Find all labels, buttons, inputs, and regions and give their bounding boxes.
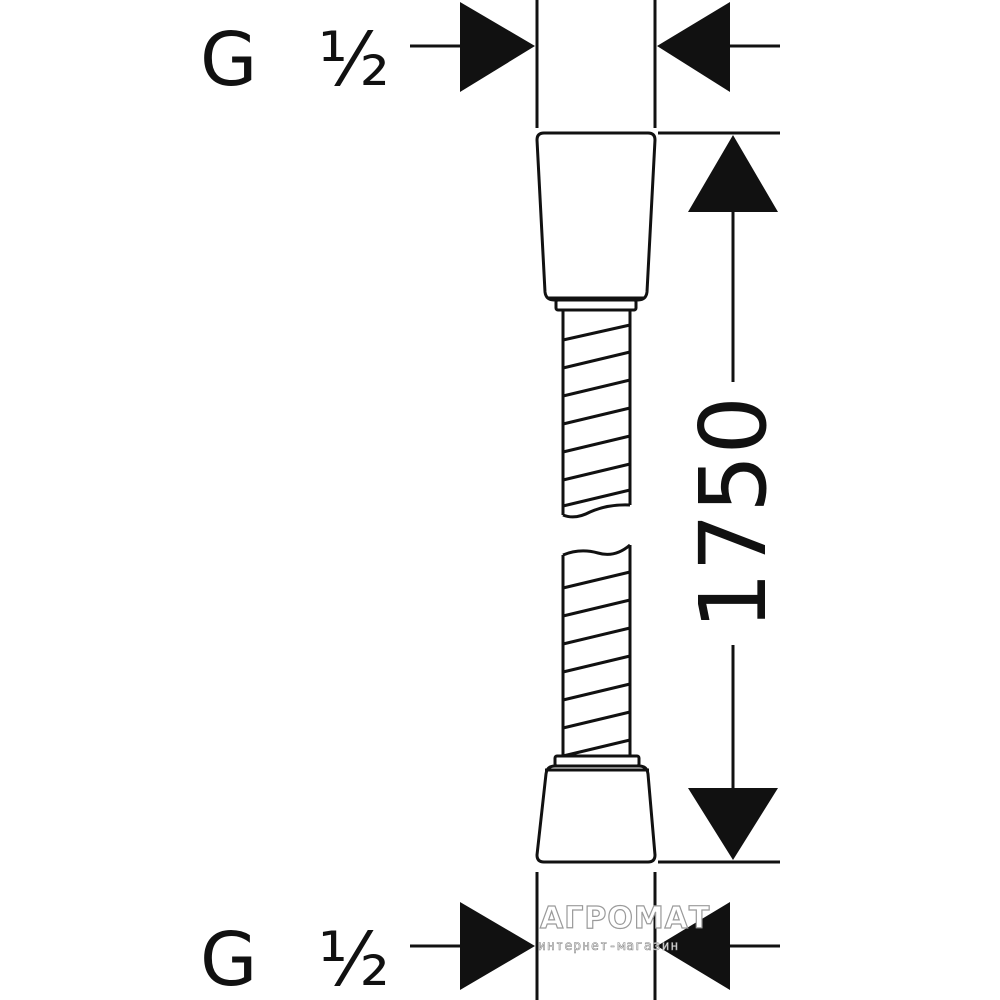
arrow-up-icon [688, 135, 778, 212]
width-dimension-bottom [410, 902, 780, 990]
length-value: 1750 [680, 396, 787, 630]
arrow-right-icon [460, 902, 535, 990]
hose-lower-section [561, 543, 632, 760]
length-dimension: 1750 [658, 131, 787, 864]
width-dimension-top [410, 2, 780, 92]
thread-callout-top: G ½ [200, 17, 390, 103]
thread-prefix-top: G [200, 17, 257, 103]
arrow-left-icon [657, 902, 730, 990]
thread-callout-bottom: G ½ [200, 917, 390, 1000]
arrow-left-icon [657, 2, 730, 92]
watermark-subtitle: интернет-магазин [538, 939, 679, 954]
arrow-right-icon [460, 2, 535, 92]
arrow-down-icon [688, 788, 778, 860]
thread-size-top: ½ [318, 17, 390, 103]
bottom-connector-nut [535, 754, 657, 864]
thread-size-bottom: ½ [318, 917, 390, 1000]
thread-prefix-bottom: G [200, 917, 257, 1000]
watermark: АГРОМАТ интернет-магазин [538, 900, 710, 954]
watermark-title: АГРОМАТ [540, 901, 710, 936]
hose-upper-section [561, 310, 632, 519]
top-connector-nut [535, 131, 657, 312]
